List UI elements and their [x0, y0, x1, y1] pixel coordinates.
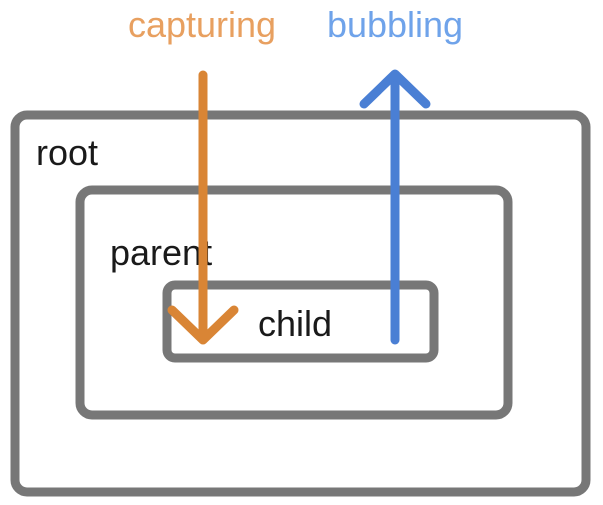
child-label: child [258, 303, 332, 344]
bubbling-label: bubbling [327, 4, 463, 45]
capturing-arrow [167, 70, 239, 345]
parent-label: parent [110, 232, 212, 273]
root-label: root [36, 132, 98, 173]
root-box [10, 110, 591, 497]
capturing-label: capturing [128, 4, 276, 45]
parent-box [75, 185, 513, 420]
bubbling-arrow [359, 69, 431, 345]
child-box [162, 280, 439, 363]
